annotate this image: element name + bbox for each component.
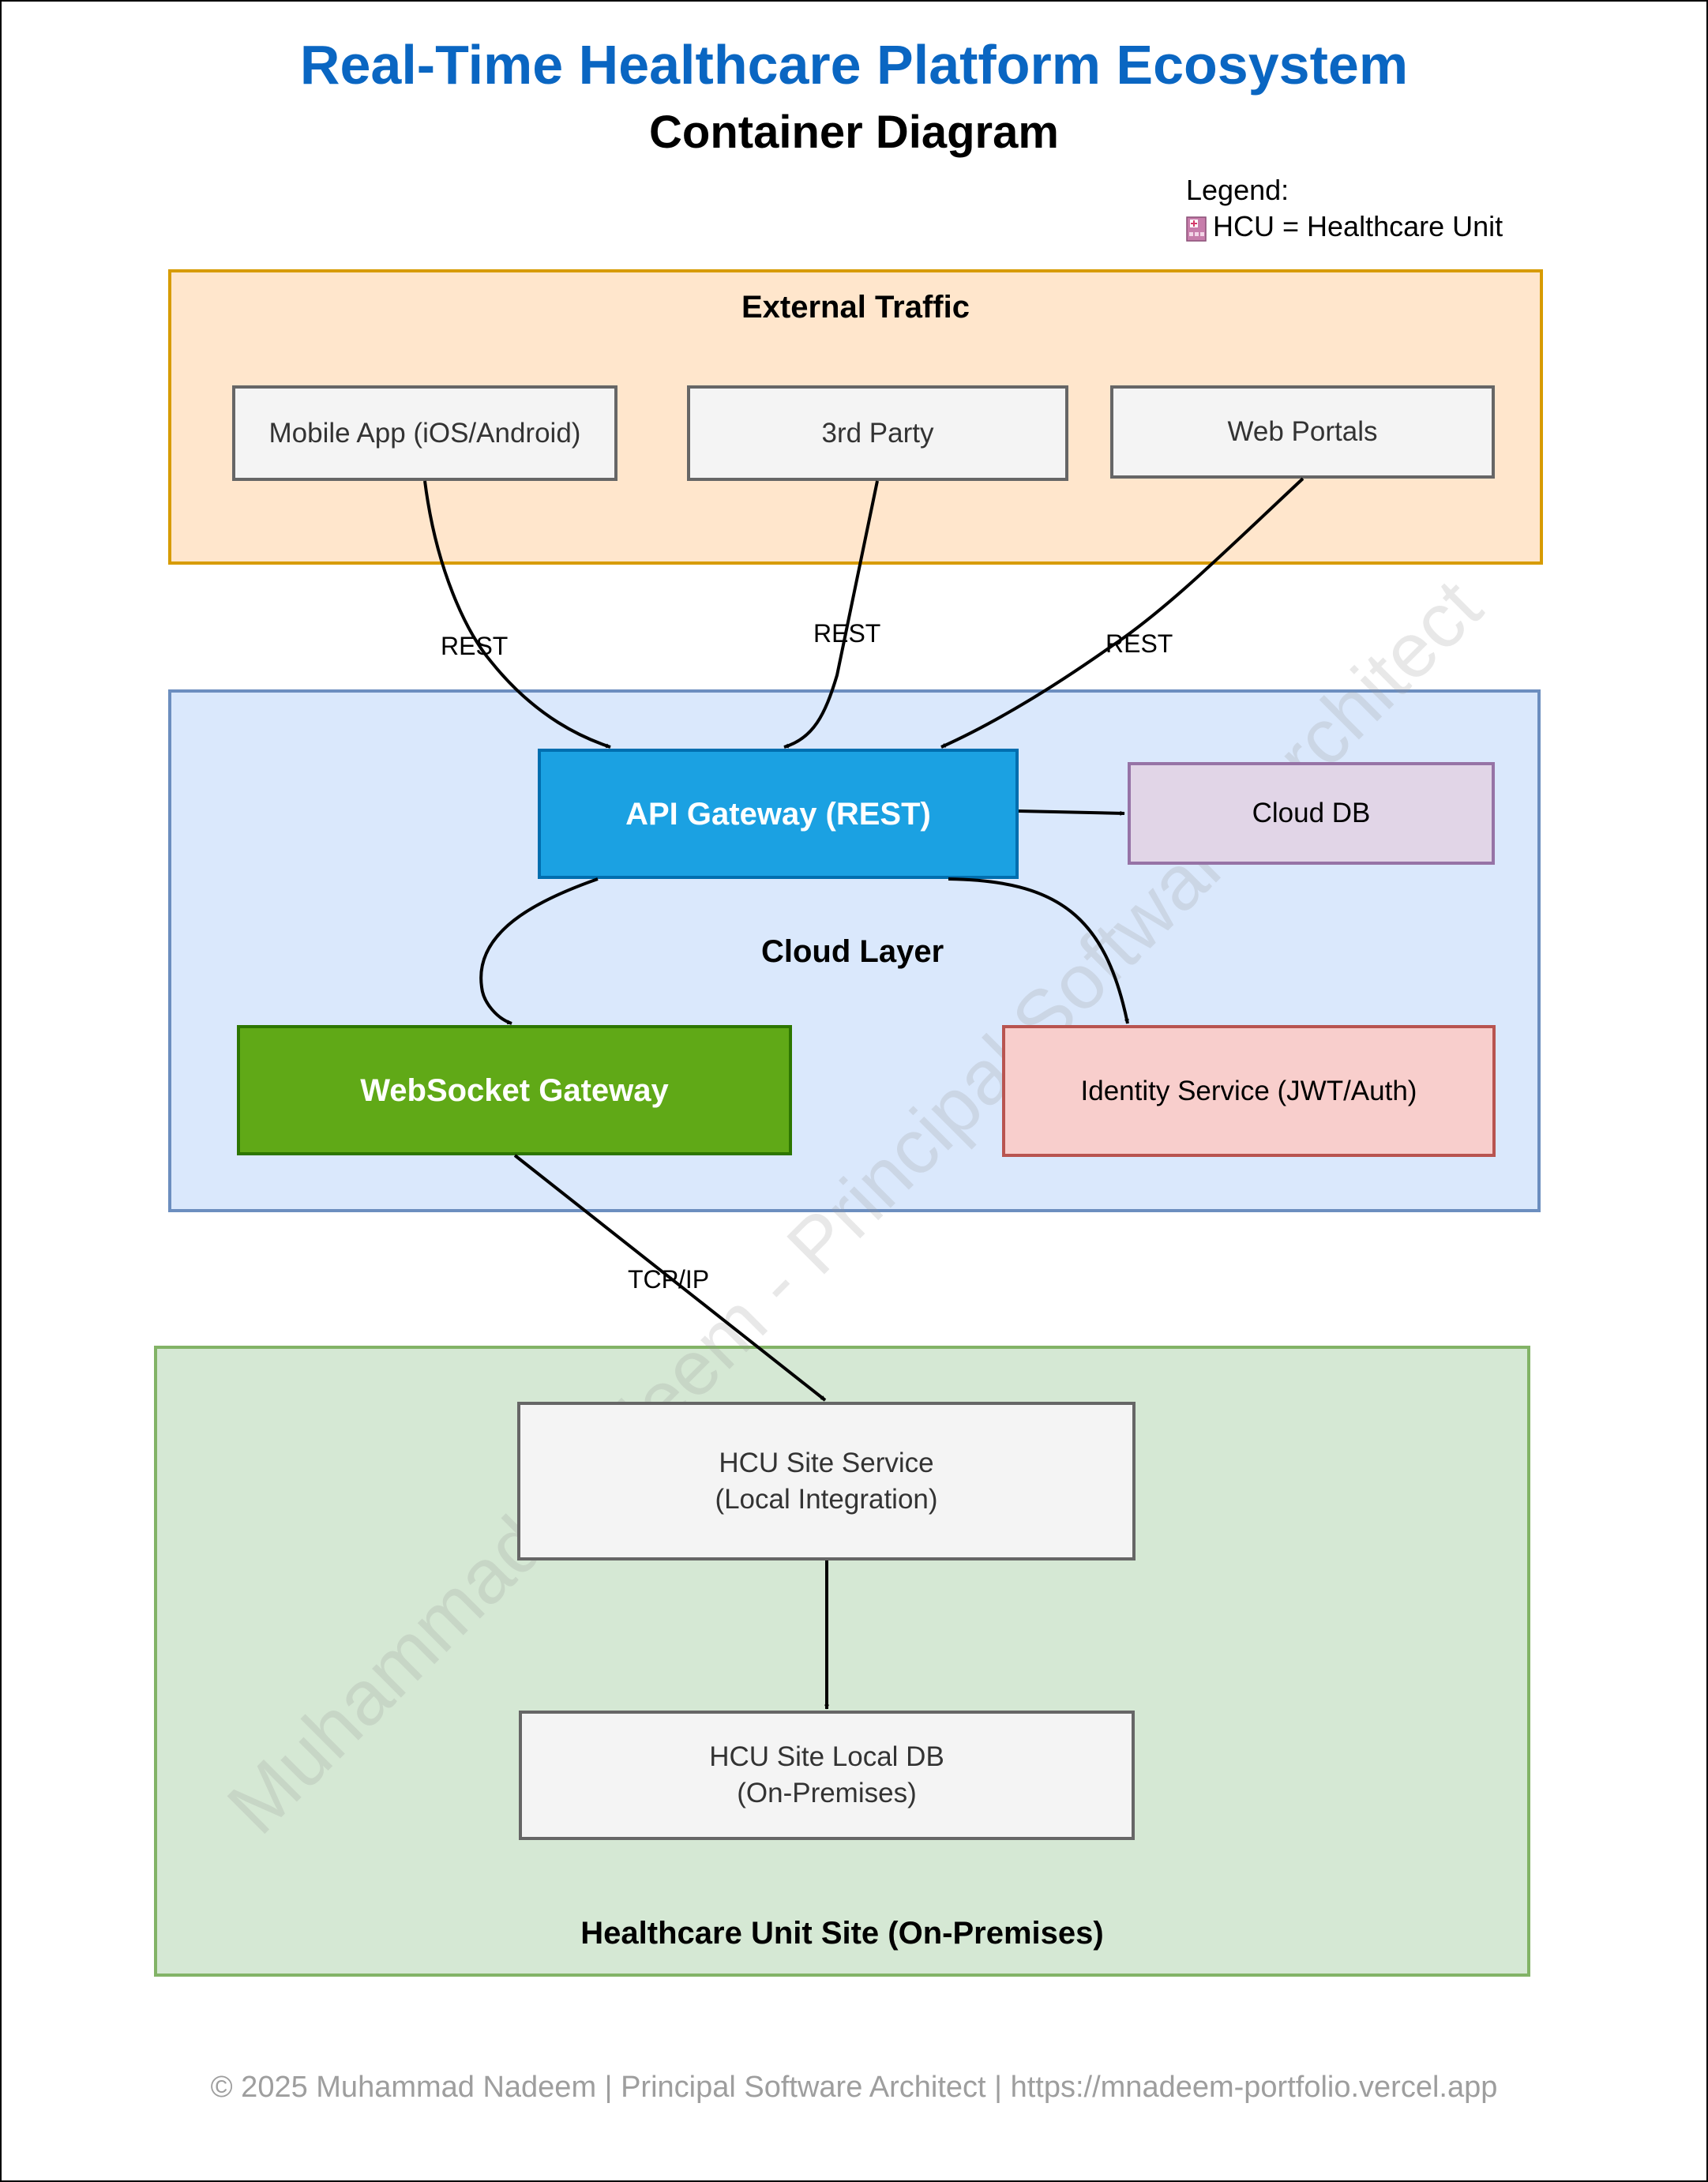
edge-api-to-websocket: [479, 877, 599, 1025]
cloud-db-node[interactable]: Cloud DB: [1128, 762, 1495, 865]
legend-heading: Legend:: [1186, 174, 1289, 206]
edge-api-to-clouddb: [1018, 809, 1125, 816]
edge-webportals-to-api: [940, 477, 1304, 749]
edge-thirdparty-to-api: [783, 480, 879, 749]
edge-label-thirdparty-rest: REST: [813, 619, 881, 648]
mobile-app-node[interactable]: Mobile App (iOS/Android): [232, 385, 618, 481]
cloud-layer-label: Cloud Layer: [761, 934, 944, 969]
hcu-site-db-node[interactable]: HCU Site Local DB (On-Premises): [519, 1711, 1135, 1840]
hospital-icon: [1186, 214, 1207, 242]
healthcare-unit-site-label: Healthcare Unit Site (On-Premises): [580, 1916, 1104, 1951]
legend-entry-text: HCU = Healthcare Unit: [1213, 210, 1503, 242]
api-gateway-node[interactable]: API Gateway (REST): [538, 749, 1019, 879]
websocket-gateway-node[interactable]: WebSocket Gateway: [237, 1025, 792, 1155]
edge-label-webportals-rest: REST: [1106, 629, 1173, 658]
third-party-node[interactable]: 3rd Party: [687, 385, 1068, 481]
edge-api-to-identity: [948, 877, 1129, 1024]
edge-label-tcpip: TCP/IP: [628, 1265, 710, 1294]
legend: Legend: HCU = Healthcare Unit: [1186, 172, 1503, 245]
diagram-subtitle: Container Diagram: [649, 107, 1059, 158]
edge-label-mobile-rest: REST: [441, 632, 509, 660]
footer-copyright: © 2025 Muhammad Nadeem | Principal Softw…: [210, 2071, 1498, 2104]
diagram-title: Real-Time Healthcare Platform Ecosystem: [299, 34, 1409, 96]
edge-websocket-to-sitesvc: [513, 1154, 827, 1402]
identity-service-node[interactable]: Identity Service (JWT/Auth): [1002, 1025, 1496, 1157]
legend-entry: HCU = Healthcare Unit: [1186, 208, 1503, 245]
web-portals-node[interactable]: Web Portals: [1110, 385, 1495, 479]
edge-mobile-to-api: [423, 480, 611, 749]
external-traffic-label: External Traffic: [741, 290, 970, 325]
hcu-site-service-node[interactable]: HCU Site Service (Local Integration): [517, 1402, 1136, 1560]
